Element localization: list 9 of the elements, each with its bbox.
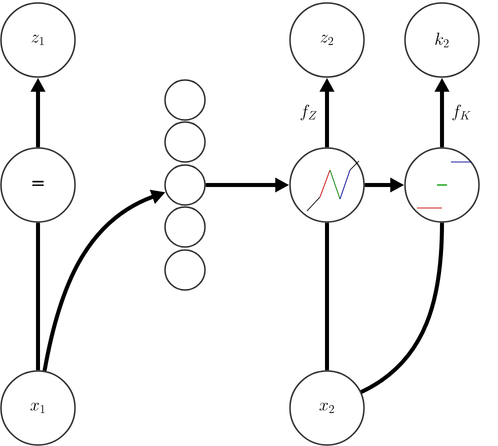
edge-label: $f_K$ <box>452 104 470 120</box>
neuron-circle <box>164 206 206 248</box>
activation-circle <box>289 147 365 223</box>
edge-label: $f_Z$ <box>300 104 317 120</box>
neuron-circle <box>164 121 206 163</box>
activation-circle <box>404 147 480 223</box>
neuron-circle <box>164 164 206 206</box>
neuron-circle <box>164 249 206 291</box>
neuron-circle <box>164 79 206 121</box>
